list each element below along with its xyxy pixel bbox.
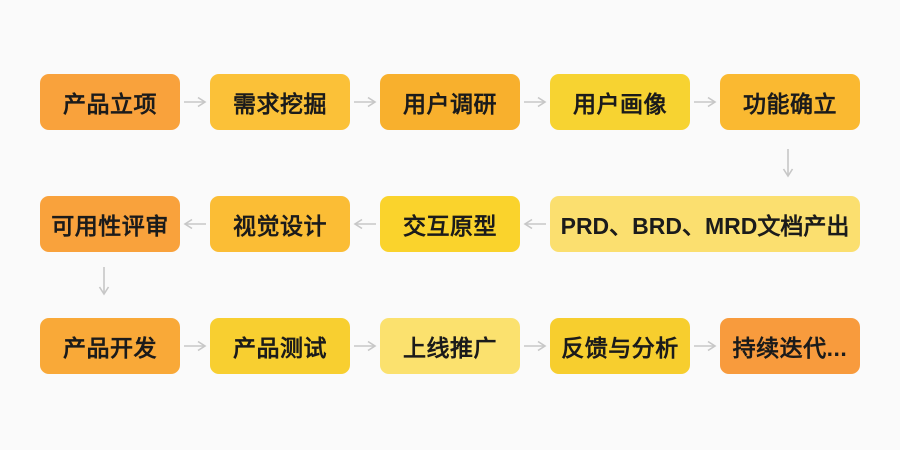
flow-step-user-research: 用户调研 <box>380 74 520 130</box>
flow-step-feedback-analysis: 反馈与分析 <box>550 318 690 374</box>
flow-step-prd-brd-mrd-docs: PRD、BRD、MRD文档产出 <box>550 196 860 252</box>
flow-step-feature-definition: 功能确立 <box>720 74 860 130</box>
arrow-right-icon <box>354 340 377 352</box>
arrow-right-icon <box>694 340 717 352</box>
flow-step-product-testing: 产品测试 <box>210 318 350 374</box>
flow-step-visual-design: 视觉设计 <box>210 196 350 252</box>
arrow-right-icon <box>184 96 207 108</box>
arrow-down-icon <box>98 267 110 296</box>
flow-step-interaction-prototype: 交互原型 <box>380 196 520 252</box>
flow-step-product-development: 产品开发 <box>40 318 180 374</box>
flow-step-launch-promotion: 上线推广 <box>380 318 520 374</box>
arrow-right-icon <box>354 96 377 108</box>
flow-step-requirement-mining: 需求挖掘 <box>210 74 350 130</box>
flow-step-continuous-iteration: 持续迭代... <box>720 318 860 374</box>
arrow-left-icon <box>183 218 206 230</box>
flow-step-user-persona: 用户画像 <box>550 74 690 130</box>
arrow-down-icon <box>782 149 794 178</box>
arrow-right-icon <box>184 340 207 352</box>
arrow-left-icon <box>353 218 376 230</box>
arrow-right-icon <box>694 96 717 108</box>
arrow-right-icon <box>524 96 547 108</box>
flow-step-product-initiation: 产品立项 <box>40 74 180 130</box>
flow-step-usability-review: 可用性评审 <box>40 196 180 252</box>
arrow-right-icon <box>524 340 547 352</box>
arrow-left-icon <box>523 218 546 230</box>
